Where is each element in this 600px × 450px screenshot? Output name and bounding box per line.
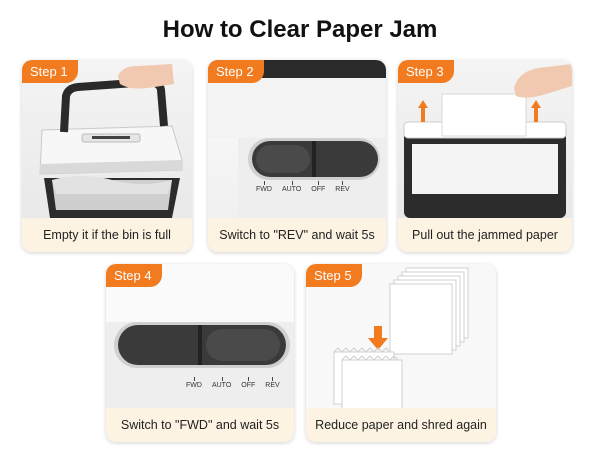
switch-label-off: OFF (311, 181, 326, 193)
switch-label-fwd: FWD (186, 377, 202, 389)
switch-label-rev: REV (335, 181, 350, 193)
step-5-badge: Step 5 (306, 264, 362, 287)
step-2-switch-labels: FWD AUTO OFF REV (256, 181, 350, 193)
step-4-badge: Step 4 (106, 264, 162, 287)
step-1-card: Step 1 Empty it if the bin is full (22, 60, 192, 252)
switch-label-rev: REV (265, 377, 280, 389)
step-2-caption: Switch to "REV" and wait 5s (208, 218, 386, 252)
page-title: How to Clear Paper Jam (162, 16, 438, 43)
switch-label-off: OFF (241, 377, 256, 389)
step-2-card: FWD AUTO OFF REV Step 2 Switch to "REV" … (208, 60, 386, 252)
step-1-caption: Empty it if the bin is full (22, 218, 192, 252)
shredder-lift-illustration (39, 64, 183, 218)
step-4-card: FWD AUTO OFF REV Step 4 Switch to "FWD" … (106, 264, 294, 442)
pull-paper-illustration (403, 64, 572, 218)
switch-label-auto: AUTO (281, 181, 302, 193)
switch-label-fwd: FWD (256, 181, 272, 193)
step-4-switch-labels: FWD AUTO OFF REV (186, 377, 280, 389)
reduce-paper-illustration (333, 267, 469, 408)
arrow-up-icon (531, 100, 541, 122)
step-1-badge: Step 1 (22, 60, 78, 83)
step-5-card: Step 5 Reduce paper and shred again (306, 264, 496, 442)
step-4-caption: Switch to "FWD" and wait 5s (106, 408, 294, 442)
step-2-photo: FWD AUTO OFF REV (208, 60, 386, 218)
step-5-photo (306, 264, 496, 408)
step-3-badge: Step 3 (398, 60, 454, 83)
step-3-card: Step 3 Pull out the jammed paper (398, 60, 572, 252)
arrow-down-icon (368, 326, 388, 350)
step-2-badge: Step 2 (208, 60, 264, 83)
step-3-photo (398, 60, 572, 218)
step-3-caption: Pull out the jammed paper (398, 218, 572, 252)
step-5-caption: Reduce paper and shred again (306, 408, 496, 442)
switch-label-auto: AUTO (211, 377, 232, 389)
switch-panel-rev-illustration (208, 78, 386, 218)
step-4-photo: FWD AUTO OFF REV (106, 264, 294, 408)
switch-panel-fwd-illustration (106, 264, 294, 408)
step-1-photo (22, 60, 192, 218)
arrow-up-icon (418, 100, 428, 122)
